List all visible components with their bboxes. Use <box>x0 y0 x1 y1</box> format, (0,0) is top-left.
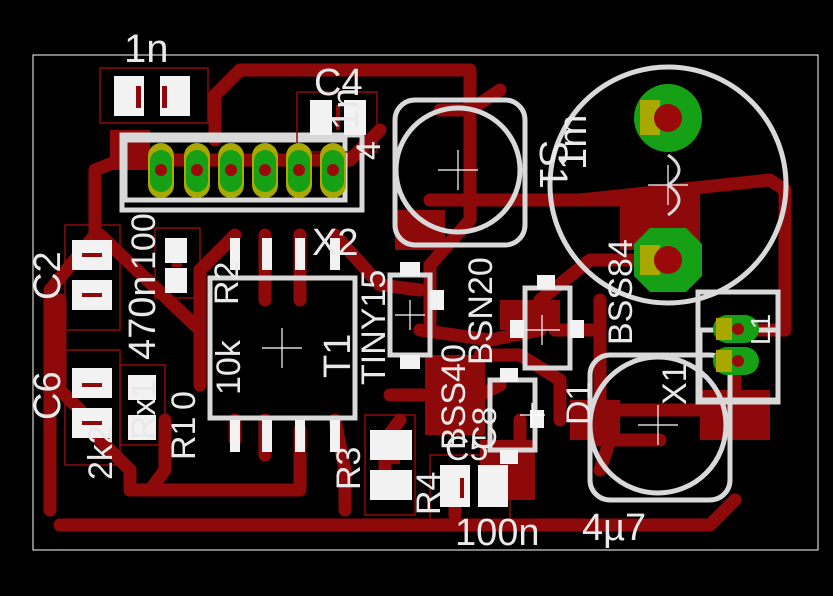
switch-pad-bottom <box>634 228 702 292</box>
header-pin-3 <box>218 143 244 198</box>
x1-name: X1 <box>656 363 694 405</box>
q1-value: BSS40 <box>435 344 473 450</box>
d1-name: D1 <box>560 382 598 425</box>
c2-value: 470n <box>122 275 164 360</box>
board-outline <box>32 54 819 551</box>
c5-value: 100n <box>455 512 540 554</box>
silkscreen-labels: 1n C4 1n 4 X2 S1 1m C2 470n 100 R2 10k C… <box>27 27 776 554</box>
header-pin-2 <box>184 143 210 198</box>
header-pin-4 <box>252 143 278 198</box>
s1-value: 1m <box>551 114 595 170</box>
header-pin-5 <box>286 143 312 198</box>
c7-value: 4µ7 <box>582 507 646 549</box>
x2-name: X2 <box>312 222 358 264</box>
c4-name: C4 <box>314 62 363 104</box>
t1-name: T1 <box>317 334 359 378</box>
switch-symbol <box>665 153 681 217</box>
ic-legs <box>230 238 584 464</box>
header-pin-6 <box>320 143 346 198</box>
switch-pad-top <box>634 84 702 152</box>
header-pin-1 <box>148 143 174 198</box>
r1-value: Rx1 <box>125 380 163 440</box>
c5-name: C5 <box>445 430 488 468</box>
r2-value: 10k <box>210 339 248 395</box>
package-outlines <box>64 67 511 521</box>
inductor-pads <box>713 315 759 375</box>
bsn-value: BSN20 <box>462 257 500 365</box>
c2-extra: 100 <box>125 213 163 270</box>
s1-name: S1 <box>531 140 575 189</box>
r2-name: R2 <box>208 262 246 305</box>
c4-value: 1n <box>325 88 367 130</box>
c6-name: C6 <box>27 371 69 420</box>
t1-value: TINY15 <box>355 270 393 385</box>
bss-value: BSS84 <box>602 239 640 345</box>
c8-name: C8 <box>466 407 504 450</box>
switch-pads <box>634 84 702 292</box>
c6-value: 2k2 <box>82 425 120 480</box>
header-pins <box>148 143 346 198</box>
pad-marks <box>82 86 464 498</box>
r1-name: R1 <box>165 417 203 460</box>
c4-extra: 4 <box>350 141 388 160</box>
r1-extra: 0 <box>165 391 203 410</box>
c2-name: C2 <box>27 251 69 300</box>
c1-value: 1n <box>124 27 169 71</box>
l1-name: L1 <box>745 314 776 345</box>
r3-name: R3 <box>330 447 368 490</box>
r4-name: R4 <box>410 472 448 515</box>
